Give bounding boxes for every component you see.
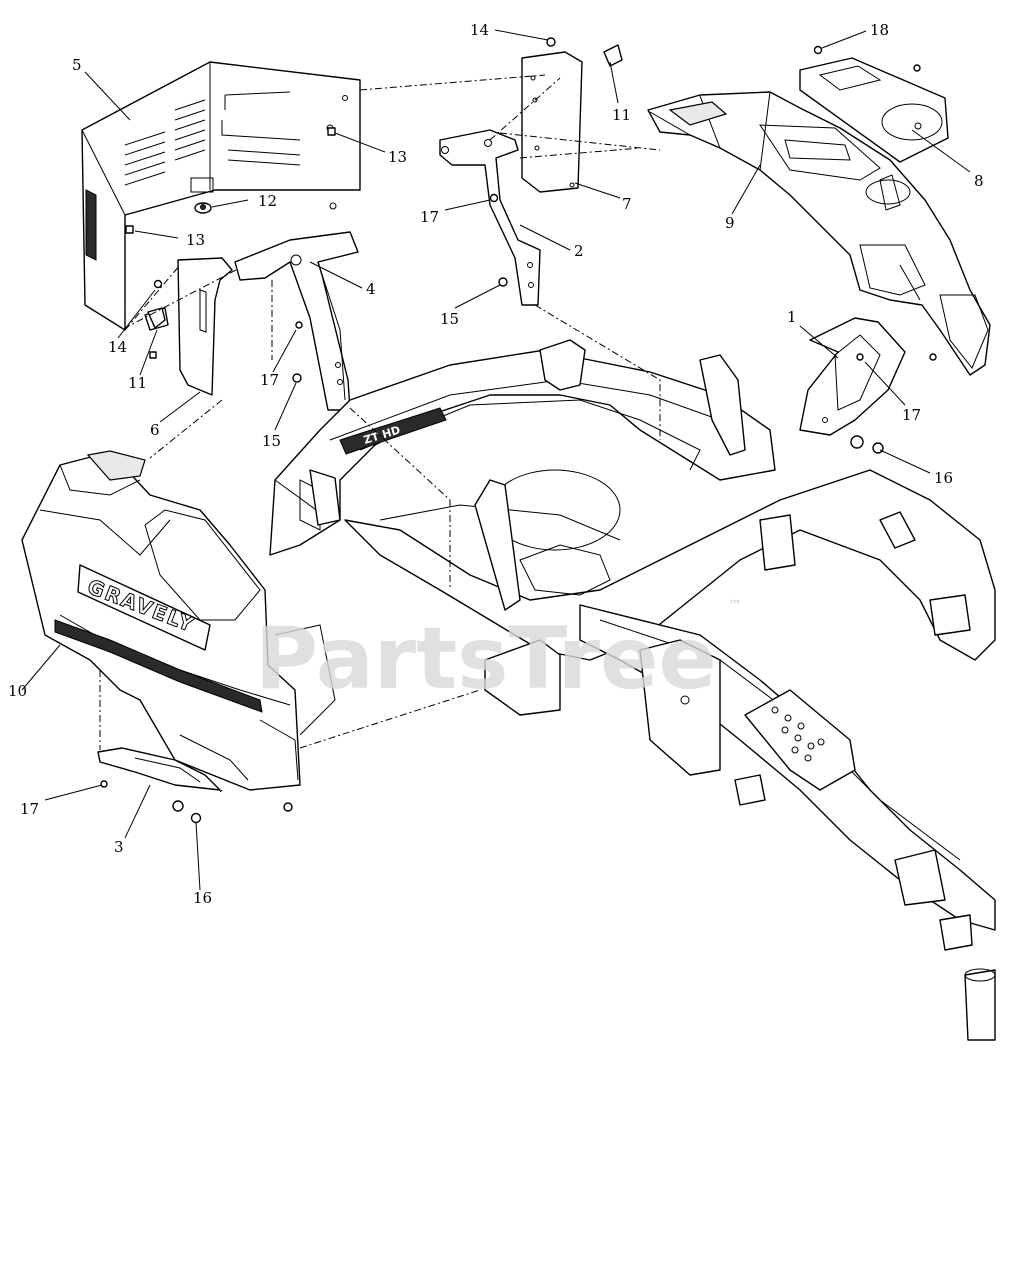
callout-18: 18 [870, 21, 889, 39]
callout-13: 13 [388, 148, 407, 166]
part-1-small-bracket [799, 317, 906, 436]
part-3-lower-bracket [97, 747, 221, 791]
watermark-trademark: ™ [728, 598, 742, 614]
hardware [100, 37, 937, 824]
callout-4: 4 [366, 280, 376, 298]
callout-13: 13 [186, 231, 205, 249]
part-11-fastener [147, 44, 623, 359]
callout-6: 6 [150, 421, 160, 439]
callout-16: 16 [193, 889, 212, 907]
callout-11: 11 [612, 106, 631, 124]
part-16-nut [172, 435, 884, 824]
callout-17: 17 [420, 208, 439, 226]
part-17-screw [100, 64, 937, 812]
callout-17: 17 [902, 406, 921, 424]
callout-16: 16 [934, 469, 953, 487]
part-10-front-hood: GRAVELY [21, 450, 336, 791]
part-12-nut [194, 202, 212, 214]
callout-15: 15 [440, 310, 459, 328]
callout-14: 14 [108, 338, 127, 356]
callout-8: 8 [974, 172, 984, 190]
callout-2: 2 [574, 242, 584, 260]
callout-9: 9 [725, 214, 735, 232]
callout-17: 17 [20, 800, 39, 818]
callout-17: 17 [260, 371, 279, 389]
callout-7: 7 [622, 195, 632, 213]
leader-lines [21, 29, 971, 891]
callout-10: 10 [8, 682, 27, 700]
part-15-bolt [292, 277, 508, 383]
callout-12: 12 [258, 192, 277, 210]
callout-15: 15 [262, 432, 281, 450]
callout-3: 3 [114, 838, 124, 856]
part-14-screw [153, 37, 556, 289]
callout-11: 11 [128, 374, 147, 392]
part-2-rear-bracket [439, 129, 541, 306]
part-13-clip [125, 127, 336, 234]
callout-5: 5 [72, 56, 82, 74]
part-4-bracket [234, 231, 359, 411]
part-5-rear-shroud [81, 61, 361, 331]
assembly-lines [99, 74, 661, 793]
watermark: PartsTree ™ [255, 598, 742, 709]
callout-14: 14 [470, 21, 489, 39]
part-18-screw [813, 45, 823, 55]
callout-1: 1 [787, 308, 797, 326]
callouts: 5 13 12 13 14 11 6 4 17 15 14 11 7 17 2 … [8, 21, 984, 907]
watermark-text: PartsTree [255, 609, 717, 709]
part-7-upright-plate [521, 51, 583, 193]
main-frame: ZT HD [269, 339, 996, 1041]
part-8-console-plate [799, 57, 949, 163]
part-9-console [647, 91, 991, 376]
